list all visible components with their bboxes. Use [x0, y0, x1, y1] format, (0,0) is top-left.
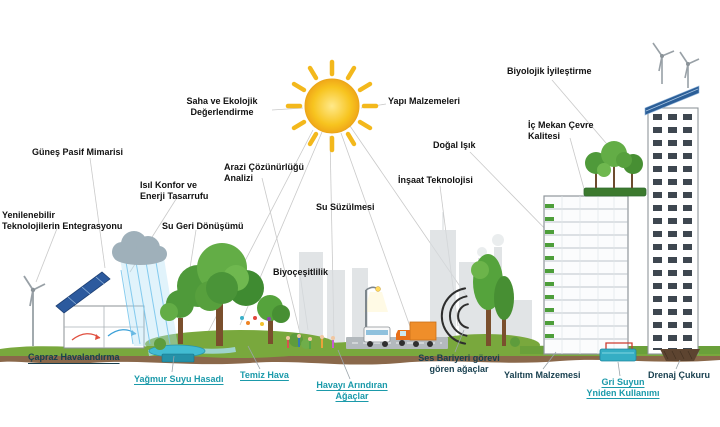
label-ses-bariyeri-agaclar: Ses Bariyeri görevi gören ağaçlar — [418, 353, 500, 374]
truck-icon — [396, 321, 437, 347]
tower-windows — [651, 112, 695, 350]
label-saha-ekolojik-degerlendirme: Saha ve Ekolojik Değerlendirme — [186, 96, 258, 117]
label-drenaj-cukuru: Drenaj Çukuru — [648, 370, 711, 380]
sound-barrier-arcs-icon — [440, 287, 469, 345]
label-temiz-hava: Temiz Hava — [240, 370, 289, 380]
label-yagmur-suyu-hasadi: Yağmur Suyu Hasadı — [134, 374, 224, 384]
label-gunes-pasif-mimarisi: Güneş Pasif Mimarisi — [32, 147, 124, 157]
rooftop-solar-panels-icon — [644, 85, 700, 116]
label-havayi-arindiran-agaclar: Havayı Arındıran Ağaçlar — [316, 380, 388, 401]
flowers — [240, 316, 271, 326]
label-gri-suyun-kullanimi: Gri Suyun Yniden Kullanımı — [586, 377, 660, 398]
bottom-connector-lines — [171, 329, 681, 380]
label-ic-mekan-cevre-kalitesi: İç Mekan Çevre Kalitesi — [528, 120, 594, 141]
graywater-pipe-icon — [605, 342, 633, 350]
label-dogal-isik: Doğal Işık — [433, 140, 476, 150]
trees-center — [154, 243, 311, 350]
graywater-tank — [599, 348, 637, 362]
label-biyocesitlilik: Biyoçeşitlilik — [273, 267, 329, 277]
rainwater-tank — [161, 353, 195, 363]
green-roof-trees — [583, 141, 647, 197]
people-figures — [286, 334, 335, 349]
rain-cloud-icon — [112, 231, 178, 346]
solar-panel-icon — [55, 271, 111, 314]
label-biyolojik-iyilestirme: Biyolojik İyileştirme — [507, 66, 592, 76]
label-su-geri-donusumu: Su Geri Dönüşümü — [162, 221, 244, 231]
label-insaat-teknolojisi: İnşaat Teknolojisi — [398, 175, 473, 185]
label-isil-konfor: Isıl Konfor ve Enerji Tasarrufu — [140, 180, 209, 201]
label-arazi-cozunurlugu-analizi: Arazi Çözünürlüğü Analizi — [224, 162, 304, 183]
label-yalitim-malzemesi: Yalıtım Malzemesi — [504, 370, 581, 380]
bus-icon — [363, 326, 391, 347]
sun-icon — [285, 59, 379, 153]
rooftop-wind-turbines-icon — [652, 42, 700, 88]
label-yenilenebilir-teknolojiler: Yenilenebilir Teknolojilerin Entegrasyon… — [2, 210, 123, 231]
wind-turbine-icon-left — [23, 275, 46, 346]
residential-tower — [644, 42, 700, 355]
label-capraz-havalandirma: Çapraz Havalandırma — [28, 352, 120, 362]
eco-building-section — [543, 195, 633, 355]
balcony-plants — [545, 204, 554, 338]
drain-pit — [660, 349, 700, 361]
label-su-suzulmesi: Su Süzülmesi — [316, 202, 375, 212]
trees-right — [471, 254, 520, 347]
label-yapi-malzemeleri: Yapı Malzemeleri — [388, 96, 461, 106]
